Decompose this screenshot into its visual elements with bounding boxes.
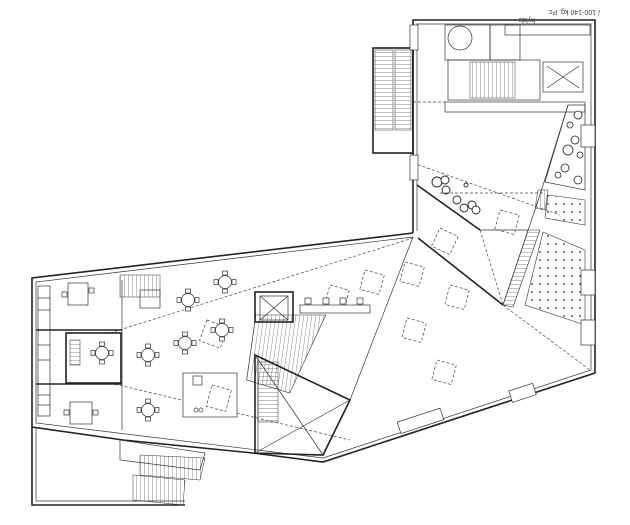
plants-cluster bbox=[431, 175, 481, 215]
tower-core bbox=[413, 24, 591, 113]
planter-area bbox=[431, 104, 586, 215]
annotation-line2: / 100-140 kg. Pc. bbox=[547, 8, 600, 15]
stair-right bbox=[502, 189, 586, 326]
annotation-line1: hylde bbox=[518, 16, 535, 23]
meeting-room bbox=[65, 332, 122, 384]
shelf bbox=[504, 24, 591, 36]
windows bbox=[396, 24, 596, 434]
kitchen-island bbox=[182, 372, 238, 418]
core-stair bbox=[447, 59, 541, 101]
elevator-tower bbox=[542, 61, 584, 93]
exterior-stair-tower bbox=[372, 47, 414, 154]
floor-markings bbox=[199, 209, 520, 385]
wc-room bbox=[444, 24, 491, 61]
desks bbox=[61, 282, 99, 425]
annotation: / 100-140 kg. Pc. hylde bbox=[518, 8, 600, 23]
entrance-stair bbox=[119, 439, 206, 506]
lockers bbox=[444, 101, 586, 113]
outer-walls bbox=[31, 19, 596, 506]
atrium-void bbox=[254, 353, 352, 456]
office-rooms bbox=[36, 274, 161, 430]
terrace-outline bbox=[31, 427, 185, 506]
elevator bbox=[254, 291, 294, 323]
